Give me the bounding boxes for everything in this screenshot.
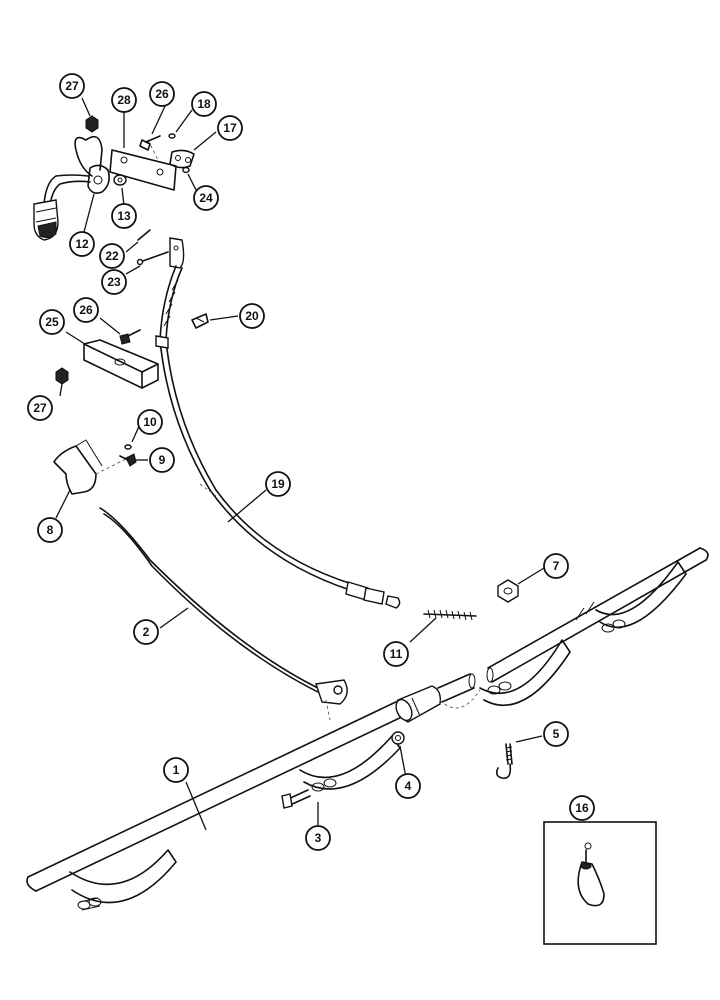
part-19-cable xyxy=(155,237,401,609)
part-22-cotter-pin xyxy=(137,229,151,241)
part-27-nut-upper xyxy=(85,115,99,133)
callout-27-lower: 27 xyxy=(27,395,53,421)
callout-5: 5 xyxy=(543,721,569,747)
svg-text:26: 26 xyxy=(79,303,93,317)
callout-23: 23 xyxy=(101,269,127,295)
callout-1: 1 xyxy=(163,757,189,783)
svg-text:2: 2 xyxy=(143,625,150,639)
part-27-nut-lower xyxy=(55,367,69,385)
callout-16: 16 xyxy=(569,795,595,821)
part-12-switch xyxy=(33,135,110,241)
callout-26-lower: 26 xyxy=(73,297,99,323)
svg-text:5: 5 xyxy=(553,727,560,741)
svg-text:26: 26 xyxy=(155,87,169,101)
callout-18: 18 xyxy=(191,91,217,117)
svg-text:12: 12 xyxy=(75,237,89,251)
svg-text:16: 16 xyxy=(575,801,589,815)
part-4-nut xyxy=(391,731,405,745)
part-17-clamp xyxy=(169,149,195,169)
svg-text:3: 3 xyxy=(315,831,322,845)
part-11-chain xyxy=(423,609,477,621)
svg-text:11: 11 xyxy=(390,647,403,661)
callout-20: 20 xyxy=(239,303,265,329)
svg-text:4: 4 xyxy=(405,779,412,793)
callout-26-upper: 26 xyxy=(149,81,175,107)
svg-text:25: 25 xyxy=(45,315,59,329)
callout-13: 13 xyxy=(111,203,137,229)
part-26-bolt-lower xyxy=(119,329,141,345)
svg-text:13: 13 xyxy=(117,209,131,223)
part-23-pin xyxy=(136,251,169,266)
svg-text:27: 27 xyxy=(33,401,47,415)
leader-lines xyxy=(55,97,545,831)
callout-27-upper: 27 xyxy=(59,73,85,99)
callout-4: 4 xyxy=(395,773,421,799)
svg-text:23: 23 xyxy=(107,275,121,289)
callout-19: 19 xyxy=(265,471,291,497)
part-2-link-rod xyxy=(99,507,348,721)
callout-3: 3 xyxy=(305,825,331,851)
part-26-bolt-upper xyxy=(139,135,161,151)
svg-text:24: 24 xyxy=(199,191,213,205)
callout-28: 28 xyxy=(111,87,137,113)
callout-11: 11 xyxy=(383,641,409,667)
part-3-bolt xyxy=(281,789,311,809)
svg-text:19: 19 xyxy=(271,477,285,491)
callout-2: 2 xyxy=(133,619,159,645)
part-10-washer xyxy=(124,444,132,450)
part-8-bracket xyxy=(53,439,133,495)
part-7-nut xyxy=(497,579,519,603)
part-18-washer xyxy=(168,133,176,139)
callout-22: 22 xyxy=(99,243,125,269)
svg-text:17: 17 xyxy=(223,121,237,135)
svg-text:18: 18 xyxy=(197,97,211,111)
svg-text:8: 8 xyxy=(47,523,54,537)
callout-8: 8 xyxy=(37,517,63,543)
part-24-screw xyxy=(182,166,190,174)
callout-10: 10 xyxy=(137,409,163,435)
svg-text:27: 27 xyxy=(65,79,79,93)
part-25-bracket xyxy=(83,339,159,389)
svg-text:10: 10 xyxy=(143,415,157,429)
part-20-clip xyxy=(191,313,209,329)
svg-text:20: 20 xyxy=(245,309,259,323)
callout-7: 7 xyxy=(543,553,569,579)
callout-25: 25 xyxy=(39,309,65,335)
svg-text:7: 7 xyxy=(553,559,560,573)
svg-text:28: 28 xyxy=(117,93,131,107)
callout-9: 9 xyxy=(149,447,175,473)
part-28-plate xyxy=(109,139,177,191)
callout-12: 12 xyxy=(69,231,95,257)
part-1-rod-assembly xyxy=(26,547,709,911)
svg-text:9: 9 xyxy=(159,453,166,467)
part-9-screw xyxy=(119,453,137,467)
part-5-hook xyxy=(495,743,513,780)
svg-text:1: 1 xyxy=(173,763,180,777)
part-16-inset xyxy=(543,821,657,945)
callout-17: 17 xyxy=(217,115,243,141)
callout-24: 24 xyxy=(193,185,219,211)
svg-text:22: 22 xyxy=(105,249,119,263)
